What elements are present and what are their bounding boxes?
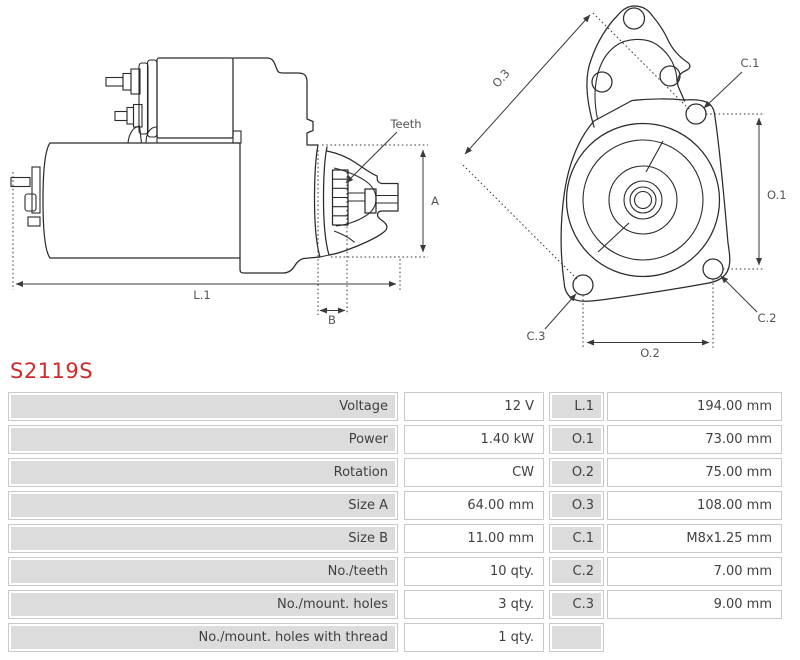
dim-code — [549, 623, 604, 652]
terminal-stud-lower — [114, 103, 143, 128]
pinion-shaft — [348, 188, 398, 214]
spec-row-size-a: Size A 64.00 mm O.3 108.00 mm — [8, 491, 782, 520]
dimension-o1: O.1 — [706, 113, 787, 270]
dim-code: O.3 — [549, 491, 604, 520]
spec-label: Voltage — [8, 392, 398, 421]
dimension-l1: L.1 — [12, 172, 401, 302]
dim-value: M8x1.25 mm — [607, 524, 782, 553]
solenoid-bracket-front — [586, 5, 691, 128]
spec-label: No./teeth — [8, 557, 398, 586]
spec-row-rotation: Rotation CW O.2 75.00 mm — [8, 458, 782, 487]
dimension-a: A — [322, 144, 439, 258]
side-view-drawing: Teeth L.1 B A — [10, 57, 439, 327]
spec-label: Power — [8, 425, 398, 454]
dim-value: 7.00 mm — [607, 557, 782, 586]
dim-label-c2: C.2 — [757, 311, 776, 325]
mount-hole-c2 — [702, 258, 724, 280]
spec-label: No./mount. holes with thread — [8, 623, 398, 652]
technical-drawing: Teeth L.1 B A — [10, 5, 787, 360]
flange-outline — [560, 98, 731, 302]
spec-table: Voltage 12 V L.1 194.00 mm Power 1.40 kW… — [8, 392, 782, 656]
spec-value: 10 qty. — [404, 557, 544, 586]
terminal-stud-upper — [105, 68, 141, 95]
teeth-callout: Teeth — [345, 117, 422, 184]
spec-value: 3 qty. — [404, 590, 544, 619]
dim-value — [607, 623, 782, 652]
spec-label: Rotation — [8, 458, 398, 487]
dim-code: C.1 — [549, 524, 604, 553]
starter-motor-diagram: Teeth L.1 B A — [10, 5, 787, 360]
dim-label-c3: C.3 — [526, 329, 545, 343]
pinion-gear — [331, 169, 349, 226]
dim-code: C.2 — [549, 557, 604, 586]
spec-value: 11.00 mm — [404, 524, 544, 553]
rear-stud-thread — [10, 176, 31, 188]
bracket-hole-top — [622, 7, 646, 30]
dim-value: 73.00 mm — [607, 425, 782, 454]
spec-value: 1.40 kW — [404, 425, 544, 454]
rear-end-details — [10, 166, 41, 227]
spec-row-mount-holes-thread: No./mount. holes with thread 1 qty. — [8, 623, 782, 652]
spec-value: 1 qty. — [404, 623, 544, 652]
spec-label: No./mount. holes — [8, 590, 398, 619]
spec-value: 12 V — [404, 392, 544, 421]
spec-row-size-b: Size B 11.00 mm C.1 M8x1.25 mm — [8, 524, 782, 553]
motor-body-outline — [42, 142, 241, 259]
teeth-label: Teeth — [389, 117, 421, 131]
callout-c3: C.3 — [526, 293, 577, 343]
dim-label-a: A — [431, 194, 439, 208]
spec-label: Size B — [8, 524, 398, 553]
solenoid — [105, 57, 234, 144]
front-view-drawing: O.3 O.1 O.2 C.1 C.2 C.3 — [460, 5, 787, 360]
spec-label: Size A — [8, 491, 398, 520]
spec-row-mount-holes: No./mount. holes 3 qty. C.3 9.00 mm — [8, 590, 782, 619]
dim-value: 75.00 mm — [607, 458, 782, 487]
dim-label-c1: C.1 — [740, 56, 759, 70]
dim-label-o3: O.3 — [489, 66, 512, 90]
callout-c2: C.2 — [720, 275, 777, 325]
mount-hole-c1 — [685, 103, 707, 125]
spec-value: 64.00 mm — [404, 491, 544, 520]
dim-label-l1: L.1 — [193, 288, 210, 302]
product-code-title: S2119S — [10, 359, 94, 383]
dim-label-o1: O.1 — [767, 188, 787, 202]
dim-code: L.1 — [549, 392, 604, 421]
spec-row-power: Power 1.40 kW O.1 73.00 mm — [8, 425, 782, 454]
dimension-o2: O.2 — [582, 279, 714, 360]
dim-code: C.3 — [549, 590, 604, 619]
flange-circles — [565, 122, 721, 278]
spec-row-voltage: Voltage 12 V L.1 194.00 mm — [8, 392, 782, 421]
callout-c1: C.1 — [703, 56, 760, 109]
dim-code: O.2 — [549, 458, 604, 487]
dim-value: 108.00 mm — [607, 491, 782, 520]
dim-label-b: B — [328, 313, 336, 327]
bracket-hole-left — [591, 71, 613, 93]
solenoid-bracket — [127, 125, 158, 144]
dimension-b: B — [317, 150, 348, 327]
dim-label-o2: O.2 — [640, 346, 660, 360]
bracket-hole-right — [659, 65, 681, 87]
dim-value: 9.00 mm — [607, 590, 782, 619]
drive-housing — [232, 57, 321, 274]
drive-end-bracket — [313, 144, 330, 258]
dimension-o3: O.3 — [460, 12, 691, 280]
dim-value: 194.00 mm — [607, 392, 782, 421]
spec-value: CW — [404, 458, 544, 487]
spec-row-teeth: No./teeth 10 qty. C.2 7.00 mm — [8, 557, 782, 586]
dim-code: O.1 — [549, 425, 604, 454]
